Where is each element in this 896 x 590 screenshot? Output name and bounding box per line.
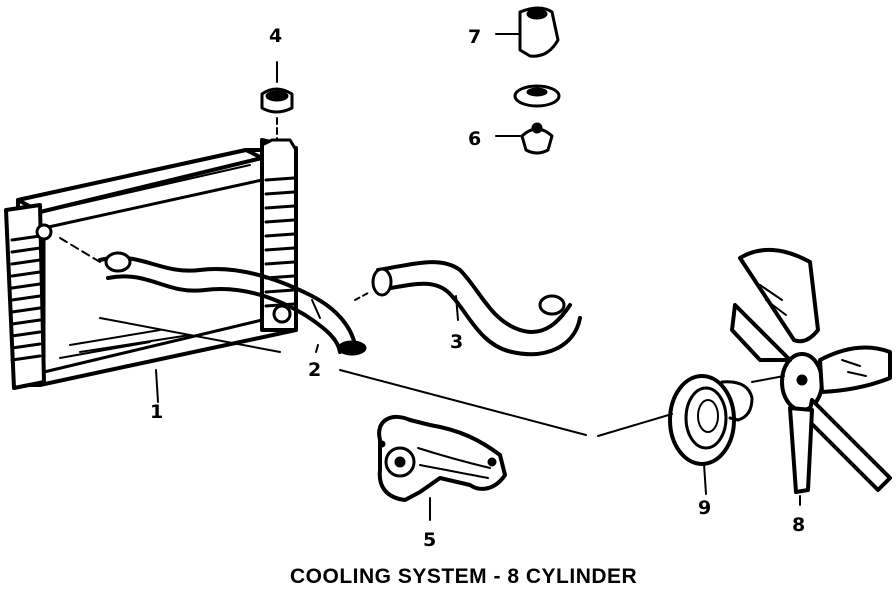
callout-fan-blade: 8 <box>792 514 805 536</box>
callout-thermostat: 6 <box>468 128 481 150</box>
diagram-caption: COOLING SYSTEM - 8 CYLINDER <box>290 565 637 588</box>
callout-water-pump: 5 <box>423 529 436 551</box>
thermostat-housing <box>495 6 560 58</box>
radiator <box>4 138 298 390</box>
callout-fan-clutch: 9 <box>698 497 711 519</box>
callout-upper-hose: 3 <box>450 331 463 353</box>
thermostat <box>495 84 561 155</box>
fan-blade <box>730 247 892 506</box>
lower-hose <box>98 251 367 356</box>
leader-lines <box>99 295 785 437</box>
water-pump <box>377 414 507 521</box>
callouts: 1 2 3 4 5 6 7 8 9 <box>150 25 805 551</box>
callout-lower-hose: 2 <box>308 359 321 381</box>
fan-clutch <box>668 374 754 495</box>
callout-radiator: 1 <box>150 401 163 423</box>
radiator-cap <box>260 61 294 141</box>
radiator-left-fins <box>10 234 42 362</box>
callout-thermostat-housing: 7 <box>468 26 481 48</box>
callout-radiator-cap: 4 <box>269 25 282 47</box>
radiator-right-fins <box>264 176 296 308</box>
upper-hose <box>354 260 582 357</box>
